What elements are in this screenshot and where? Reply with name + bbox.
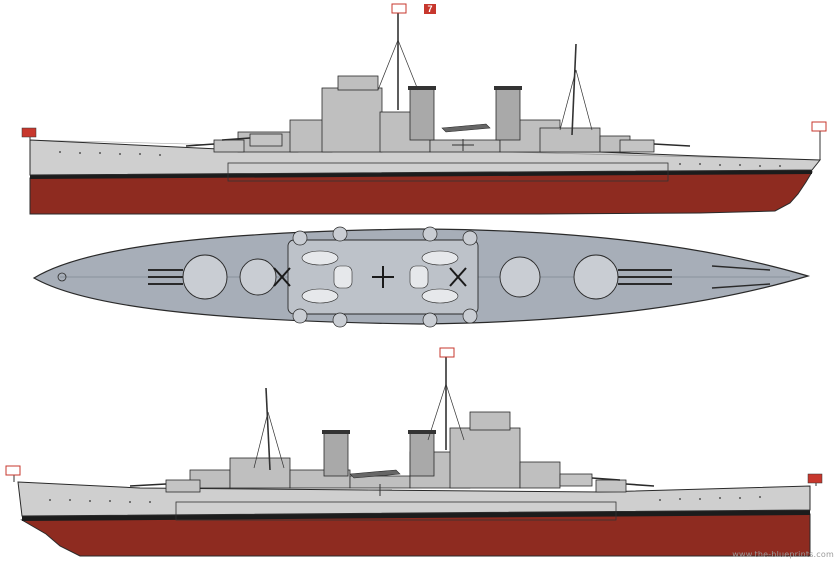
port-profile-view [5,347,823,557]
starboard-boot-topping [30,170,812,179]
port-masthead-flag [439,347,455,358]
starboard-armor-belt [227,162,669,182]
flag-number-label: 7 [427,4,432,14]
port-aft-funnel [323,431,349,477]
port-boot-topping [22,510,810,521]
deck-plan-view [32,226,811,328]
stern-ensign-flag [21,127,37,138]
site-watermark: www.the-blueprints.com [732,550,834,559]
flag-number-badge [424,4,436,14]
masthead-flag [391,3,407,14]
deck-forward-funnel [409,265,429,289]
deck-turret-aft [182,254,228,300]
starboard-hull-red [29,171,813,215]
port-stern-ensign-flag [807,473,823,484]
deck-turret-aft-superfiring [239,258,277,296]
port-hull-gray [17,481,811,517]
port-superstructure [189,411,561,489]
port-armor-belt [175,501,617,521]
port-jack-flag [5,465,21,476]
starboard-superstructure [237,75,631,153]
jack-flag [811,121,827,132]
forward-funnel [409,87,435,141]
deck-turret-forward [573,254,619,300]
deck-turret-forward-superfiring [499,256,541,298]
deck-aft-funnel [333,265,353,289]
port-forward-funnel [409,431,435,477]
starboard-profile-view: 7 [21,3,827,215]
aft-funnel [495,87,521,141]
port-hull-red [20,513,811,557]
